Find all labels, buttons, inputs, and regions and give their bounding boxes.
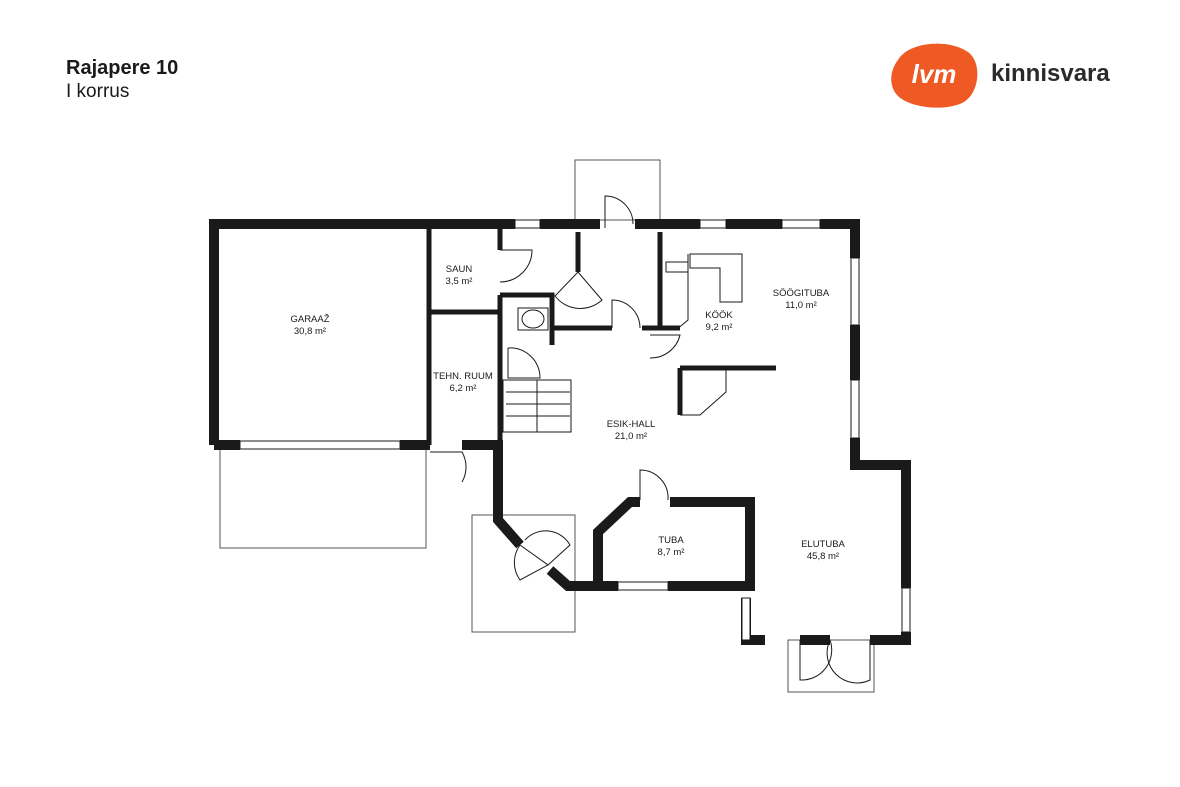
- door-tehn: [430, 451, 467, 483]
- door-side-a: [513, 544, 549, 581]
- wall-tuba-west: [593, 497, 640, 586]
- room-labels: GARAAŽ 30,8 m² SAUN 3,5 m² TEHN. RUUM 6,…: [290, 264, 845, 562]
- door-wc: [507, 347, 541, 379]
- room-garaaz-area: 30,8 m²: [294, 326, 326, 337]
- door-terrace-b: [826, 639, 871, 684]
- title-block: Rajapere 10 I korrus: [66, 56, 178, 104]
- room-saun-area: 3,5 m²: [446, 276, 473, 287]
- room-soogituba-name: SÖÖGITUBA: [773, 288, 830, 299]
- window-north-2: [699, 219, 727, 229]
- wall-se-corner: [870, 632, 911, 645]
- interior-walls: [426, 224, 776, 445]
- brand-logo: lvm kinnisvara: [888, 40, 1128, 110]
- kitchen-sink: [665, 261, 689, 273]
- door-tuba: [639, 469, 669, 501]
- room-esik-name: ESIK-HALL: [607, 419, 656, 430]
- wc-toilet: [521, 309, 545, 329]
- room-tuba-area: 8,7 m²: [658, 547, 685, 558]
- fixtures: [502, 253, 743, 433]
- kitchen-counter-edge: [675, 254, 689, 331]
- wall-north-east: [820, 219, 860, 258]
- room-saun-name: SAUN: [446, 264, 473, 275]
- window-north-1: [514, 219, 541, 229]
- door-kitchen: [649, 334, 681, 359]
- window-north-3: [781, 219, 821, 229]
- room-kook-name: KÖÖK: [705, 310, 733, 321]
- door-side-b: [524, 530, 571, 566]
- door-saun: [499, 249, 533, 283]
- garage-door-window: [239, 440, 401, 450]
- door-hall: [611, 299, 641, 329]
- door-front: [604, 195, 634, 228]
- room-kook-area: 9,2 m²: [706, 322, 733, 333]
- terrace-outlines: [219, 159, 875, 693]
- kitchen-counter-island: [689, 253, 743, 303]
- room-garaaz-name: GARAAŽ: [290, 314, 329, 325]
- room-elutuba-name: ELUTUBA: [801, 539, 845, 550]
- room-tehn-area: 6,2 m²: [450, 383, 477, 394]
- wall-tuba-east: [668, 497, 755, 591]
- door-entry-inner: [554, 271, 603, 309]
- front-porch: [574, 159, 661, 221]
- room-tehn-name: TEHN. RUUM: [433, 371, 493, 382]
- room-elutuba-area: 45,8 m²: [807, 551, 839, 562]
- window-east-3: [901, 587, 911, 633]
- garage-driveway: [219, 444, 427, 549]
- windows: [239, 219, 911, 641]
- plan-title: Rajapere 10: [66, 57, 179, 79]
- wall-west-lower: [462, 440, 524, 549]
- floor-subtitle: I korrus: [66, 81, 130, 102]
- window-tuba: [617, 581, 669, 591]
- window-sw: [741, 597, 751, 641]
- wc-box: [517, 307, 549, 331]
- wall-south-hall: [546, 566, 618, 591]
- door-terrace-a: [799, 639, 833, 681]
- room-esik-area: 21,0 m²: [615, 431, 647, 442]
- stair-treads: [506, 380, 570, 432]
- brand-name: kinnisvara: [991, 60, 1110, 87]
- door-swings: [430, 195, 871, 684]
- window-east-2: [850, 379, 860, 439]
- terrace-steps: [787, 639, 875, 693]
- lvm-blob-icon: lvm: [891, 43, 978, 108]
- pantry-door: [680, 370, 727, 416]
- side-porch: [471, 514, 576, 633]
- room-tuba-name: TUBA: [658, 535, 684, 546]
- wall-north-west: [209, 219, 515, 445]
- lvm-mark-text: lvm: [912, 59, 957, 89]
- wall-east-lower: [850, 438, 911, 588]
- window-east-1: [850, 257, 860, 326]
- room-soogituba-area: 11,0 m²: [785, 300, 817, 311]
